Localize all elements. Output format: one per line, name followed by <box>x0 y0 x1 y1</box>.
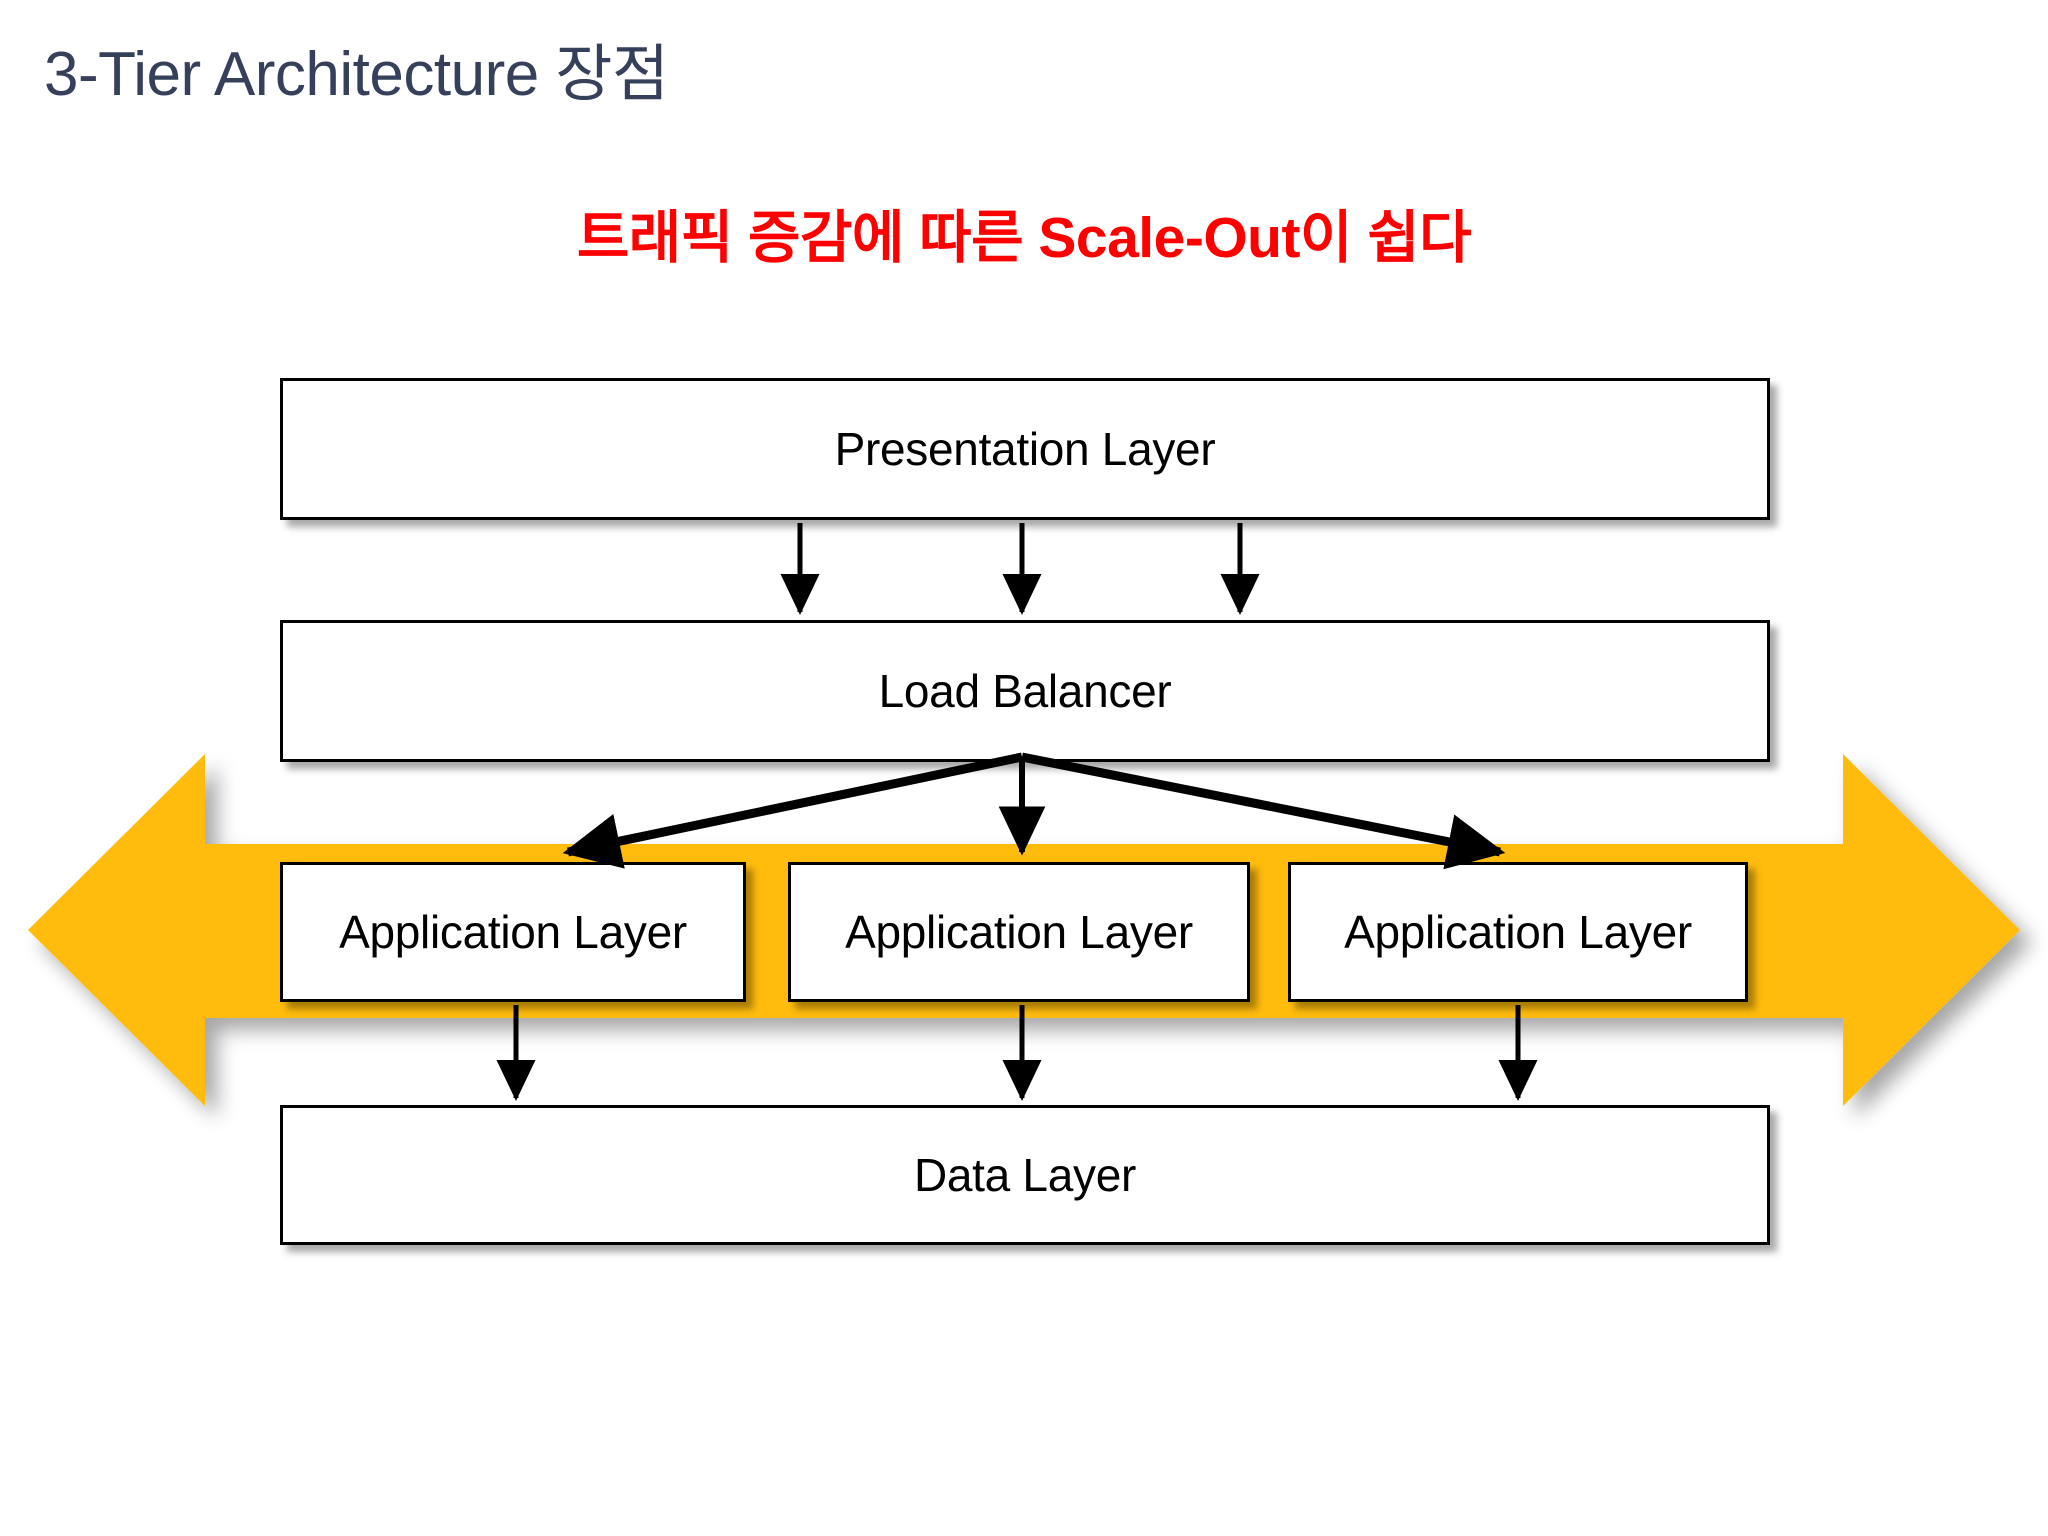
box-label: Application Layer <box>339 906 687 958</box>
box-application-layer-3[interactable]: Application Layer <box>1288 862 1748 1002</box>
arrow-presentation-to-loadbalancer <box>780 523 1260 616</box>
box-label: Application Layer <box>845 906 1193 958</box>
box-presentation-layer[interactable]: Presentation Layer <box>280 378 1770 520</box>
box-label: Presentation Layer <box>834 423 1216 475</box>
box-data-layer[interactable]: Data Layer <box>280 1105 1770 1245</box>
box-label: Application Layer <box>1344 906 1692 958</box>
box-application-layer-1[interactable]: Application Layer <box>280 862 746 1002</box>
box-load-balancer[interactable]: Load Balancer <box>280 620 1770 762</box>
box-label: Data Layer <box>913 1149 1136 1201</box>
box-label: Load Balancer <box>878 665 1172 717</box>
page-title: 3-Tier Architecture 장점 <box>44 40 669 109</box>
box-application-layer-2[interactable]: Application Layer <box>788 862 1250 1002</box>
subtitle-text: 트래픽 증감에 따른 Scale-Out이 쉽다 <box>576 206 1472 270</box>
